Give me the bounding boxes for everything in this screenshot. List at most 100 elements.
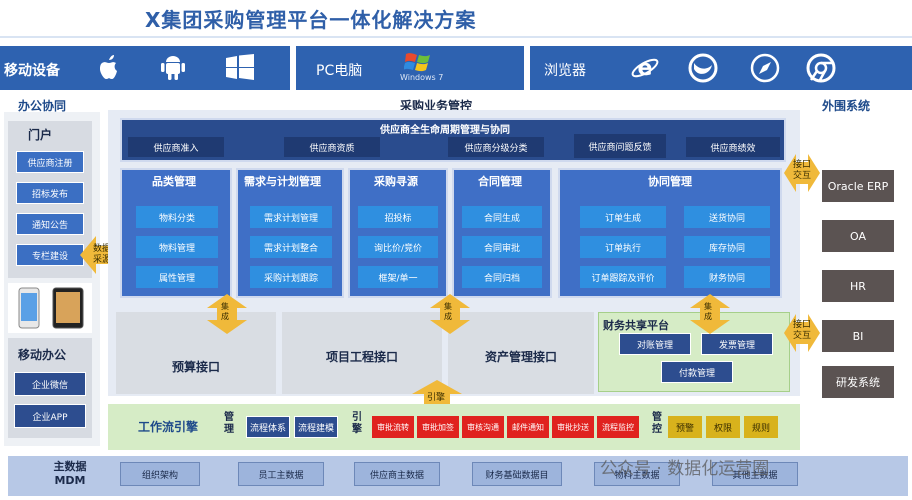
portal-item[interactable]: 专栏建设: [16, 244, 84, 266]
workflow-manage-item[interactable]: 流程体系: [246, 416, 290, 438]
lifecycle-item[interactable]: 供应商问题反馈: [574, 134, 666, 158]
budget-interface: 预算接口: [116, 312, 276, 394]
integration-label: 集成: [221, 302, 229, 321]
apple-icon: [96, 53, 122, 87]
windows-logo-icon: [403, 50, 432, 78]
workflow-engine-item[interactable]: 流程监控: [597, 416, 639, 438]
module-item[interactable]: 合同归档: [462, 266, 542, 288]
workflow-engine-item[interactable]: 邮件通知: [507, 416, 549, 438]
phone-icon: [18, 287, 40, 333]
windows-label: Windows 7: [400, 73, 444, 82]
mobile-device-bar: 移动设备: [0, 46, 290, 90]
data-source-label: 数据采源: [92, 244, 111, 265]
browser-device-bar: 浏览器 e: [530, 46, 912, 90]
collab-item[interactable]: 送货协同: [684, 206, 770, 228]
finance-item[interactable]: 付款管理: [661, 361, 733, 383]
workflow-manage-label: 管理: [224, 412, 234, 435]
title-divider: [0, 36, 912, 38]
external-system[interactable]: BI: [822, 320, 894, 352]
svg-text:e: e: [638, 56, 653, 81]
workflow-control-item[interactable]: 权限: [706, 416, 740, 438]
portal-panel: 门户 供应商注册 招标发布 通知公告 专栏建设: [8, 121, 92, 278]
module-item[interactable]: 需求计划管理: [250, 206, 332, 228]
external-system[interactable]: 研发系统: [822, 366, 894, 398]
lifecycle-item[interactable]: 供应商准入: [128, 137, 224, 157]
module-item[interactable]: 属性管理: [136, 266, 218, 288]
collab-module: 协同管理 订单生成 订单执行 订单跟踪及评价 送货协同 库存协同 财务协同: [558, 168, 782, 298]
pc-label: PC电脑: [316, 63, 363, 79]
module-item[interactable]: 物料管理: [136, 236, 218, 258]
workflow-control-item[interactable]: 预警: [668, 416, 702, 438]
workflow-control-item[interactable]: 规则: [744, 416, 778, 438]
mdm-item[interactable]: 其他主数据: [712, 462, 798, 486]
mobile-item[interactable]: 企业微信: [14, 372, 86, 396]
external-system[interactable]: Oracle ERP: [822, 170, 894, 202]
mobile-office-panel: 移动办公 企业微信 企业APP: [8, 338, 92, 438]
module-item[interactable]: 招投标: [358, 206, 438, 228]
collab-item[interactable]: 订单生成: [580, 206, 666, 228]
watermark: 公众号 · 数据化运营圈: [600, 459, 770, 479]
category-mgmt-module: 品类管理 物料分类 物料管理 属性管理: [120, 168, 232, 298]
firefox-icon: [688, 53, 718, 87]
workflow-engine-label: 引擎: [352, 412, 362, 435]
workflow-engine-row: 工作流引擎 管理 流程体系 流程建模 引擎 审批流转 审批加签 审核沟通 邮件通…: [108, 404, 800, 450]
lifecycle-item[interactable]: 供应商分级分类: [448, 137, 544, 157]
module-title: 采购寻源: [374, 175, 418, 188]
mobile-device-label: 移动设备: [4, 63, 60, 79]
module-title: 协同管理: [648, 175, 692, 188]
portal-item[interactable]: 供应商注册: [16, 151, 84, 173]
collab-item[interactable]: 订单执行: [580, 236, 666, 258]
collab-item[interactable]: 财务协同: [684, 266, 770, 288]
workflow-engine-item[interactable]: 审批流转: [372, 416, 414, 438]
mdm-row: 主数据MDM 组织架构 员工主数据 供应商主数据 财务基础数据目 物料主数据 其…: [8, 456, 908, 496]
contract-module: 合同管理 合同生成 合同审批 合同归档: [452, 168, 552, 298]
interface-arrow: [784, 146, 820, 204]
browser-label: 浏览器: [544, 63, 586, 79]
procurement-header: 采购业务管控: [400, 99, 473, 113]
portal-item[interactable]: 通知公告: [16, 213, 84, 235]
finance-item[interactable]: 对账管理: [619, 333, 691, 355]
module-item[interactable]: 采购计划跟踪: [250, 266, 332, 288]
module-item[interactable]: 物料分类: [136, 206, 218, 228]
windows-icon: [226, 54, 254, 86]
interface-label: 接口交互: [792, 320, 811, 341]
integration-arrow: [207, 294, 247, 338]
integration-arrow: [430, 294, 470, 338]
finance-item[interactable]: 发票管理: [701, 333, 773, 355]
integration-label: 集成: [704, 302, 712, 321]
collab-item[interactable]: 订单跟踪及评价: [580, 266, 666, 288]
collab-item[interactable]: 库存协同: [684, 236, 770, 258]
mdm-item[interactable]: 供应商主数据: [354, 462, 440, 486]
mobile-item[interactable]: 企业APP: [14, 404, 86, 428]
lifecycle-item[interactable]: 供应商资质: [284, 137, 380, 157]
workflow-engine-item[interactable]: 审批抄送: [552, 416, 594, 438]
mdm-item[interactable]: 财务基础数据目: [472, 462, 562, 486]
asset-interface: 资产管理接口: [448, 312, 594, 394]
module-item[interactable]: 合同生成: [462, 206, 542, 228]
workflow-control-label: 管控: [652, 412, 662, 435]
external-system[interactable]: OA: [822, 220, 894, 252]
ie-icon: e: [630, 53, 660, 87]
workflow-engine-item[interactable]: 审核沟通: [462, 416, 504, 438]
finance-title: 财务共享平台: [603, 319, 669, 332]
demand-plan-module: 需求与计划管理 需求计划管理 需求计划整合 采购计划跟踪: [236, 168, 344, 298]
module-item[interactable]: 合同审批: [462, 236, 542, 258]
lifecycle-item[interactable]: 供应商绩效: [686, 137, 780, 157]
interface-arrow: [784, 306, 820, 364]
chrome-icon: [806, 53, 836, 87]
workflow-manage-item[interactable]: 流程建模: [294, 416, 338, 438]
portal-item[interactable]: 招标发布: [16, 182, 84, 204]
android-icon: [160, 53, 186, 87]
mdm-item[interactable]: 物料主数据: [594, 462, 680, 486]
module-title: 合同管理: [478, 175, 522, 188]
module-item[interactable]: 需求计划整合: [250, 236, 332, 258]
mdm-item[interactable]: 组织架构: [120, 462, 200, 486]
external-header: 外围系统: [822, 99, 871, 113]
module-item[interactable]: 框架/单一: [358, 266, 438, 288]
module-item[interactable]: 询比价/竞价: [358, 236, 438, 258]
mdm-item[interactable]: 员工主数据: [238, 462, 324, 486]
data-source-arrow: [80, 232, 122, 282]
workflow-engine-item[interactable]: 审批加签: [417, 416, 459, 438]
external-system[interactable]: HR: [822, 270, 894, 302]
workflow-label: 工作流引擎: [138, 420, 199, 434]
